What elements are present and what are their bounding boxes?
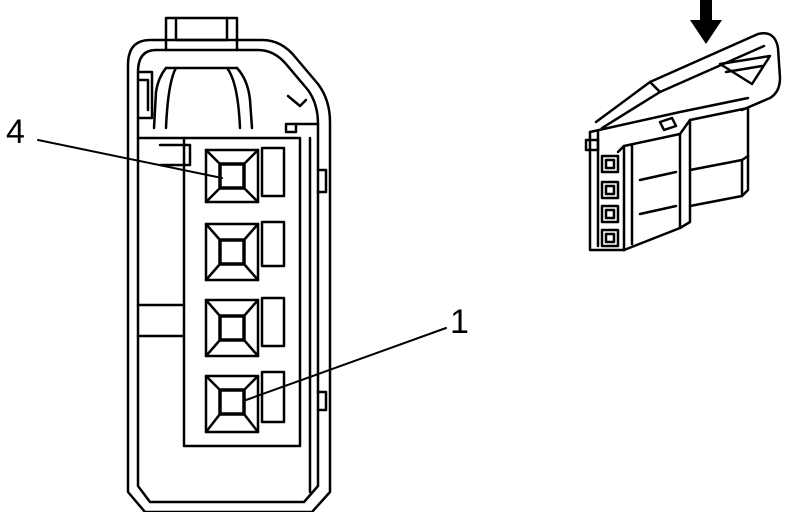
latch-arch-left [152, 66, 168, 130]
iso-body-front [588, 130, 626, 252]
connector-inner-shell [136, 48, 320, 504]
callout-label-1: 1 [450, 303, 469, 341]
terminal-slot [260, 370, 286, 424]
terminal-cavity-2 [204, 298, 260, 358]
terminal-cavity-3 [204, 222, 260, 282]
terminal-slot [260, 296, 286, 348]
iso-body-side [622, 132, 682, 252]
callout-label-4: 4 [6, 113, 25, 151]
connector-iso-view [584, 32, 782, 252]
iso-terminal-2 [600, 204, 620, 224]
terminal-cavity-1 [204, 374, 260, 434]
latch-arch-right [235, 66, 254, 130]
connector-face-view [37, 16, 447, 512]
iso-terminal-1 [600, 228, 620, 248]
terminal-cavity-frame [182, 136, 302, 448]
arrow-down-icon [690, 0, 722, 44]
terminal-cavity-4 [204, 148, 260, 204]
callout-leader-4 [37, 139, 223, 179]
connector-outer-shell [126, 38, 332, 512]
terminal-slot [260, 220, 286, 268]
callout-leader-1 [245, 327, 447, 401]
iso-terminal-3 [600, 180, 620, 200]
latch-tab [164, 16, 239, 52]
iso-terminal-4 [600, 154, 620, 174]
iso-latch-arm [594, 32, 782, 124]
terminal-slot [260, 146, 286, 198]
